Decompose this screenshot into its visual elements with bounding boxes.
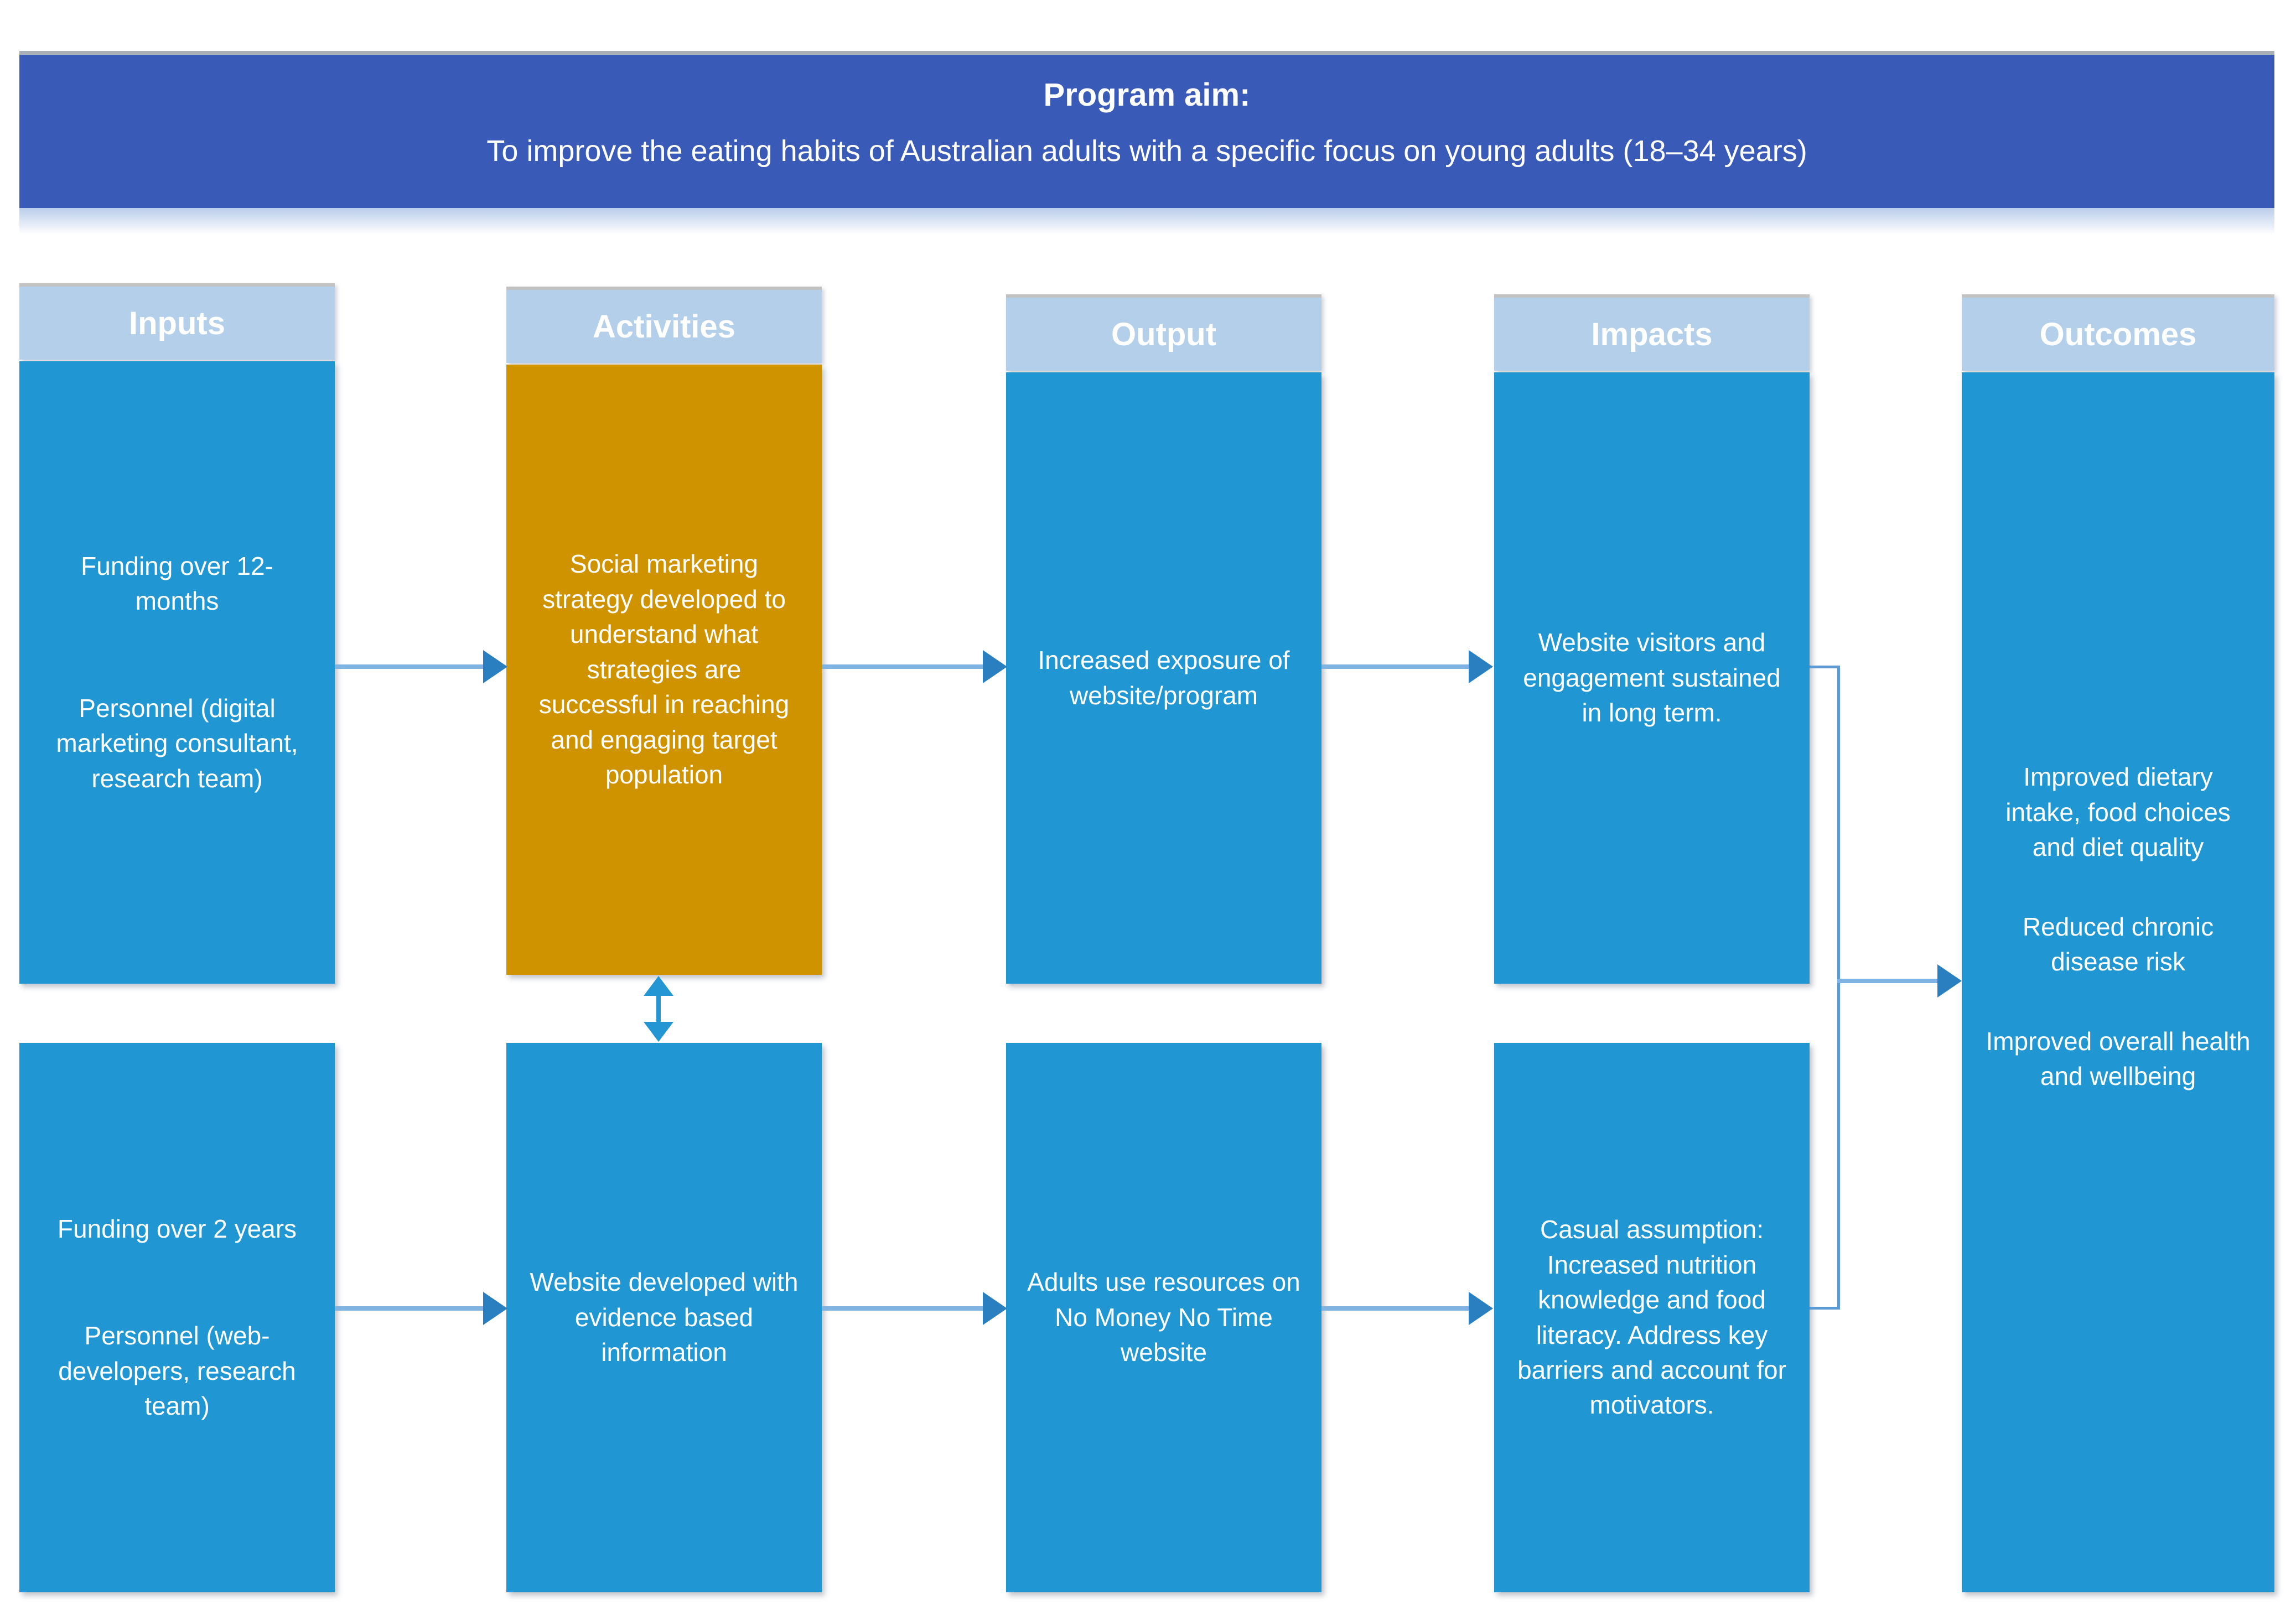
banner-subtitle: To improve the eating habits of Australi… xyxy=(486,134,1807,168)
box-output-top: Increased exposure of website/program xyxy=(1006,372,1321,984)
program-aim-banner: Program aim: To improve the eating habit… xyxy=(19,51,2274,235)
arrow-output-to-impacts-bottom xyxy=(1321,1306,1469,1311)
arrow-activities-to-output-top xyxy=(822,664,983,669)
box-text: Personnel (web-developers, research team… xyxy=(58,1321,296,1420)
box-text: Personnel (digital marketing consultant,… xyxy=(56,693,298,793)
box-impacts-top: Website visitors and engagement sustaine… xyxy=(1494,372,1810,984)
box-text: Adults use resources on No Money No Time… xyxy=(1027,1268,1300,1367)
box-text: Reduced chronic disease risk xyxy=(2022,912,2214,976)
double-arrow-activities xyxy=(643,976,674,1042)
connector-impacts-top-stub xyxy=(1810,666,1840,668)
arrow-activities-to-output-bottom xyxy=(822,1306,983,1311)
connector-impacts-bottom-stub xyxy=(1810,1307,1840,1310)
column-header-activities: Activities xyxy=(506,287,822,363)
arrow-inputs-to-activities-bottom xyxy=(335,1306,483,1311)
column-header-inputs: Inputs xyxy=(19,283,335,360)
arrow-output-to-impacts-top xyxy=(1321,664,1469,669)
box-text: Funding over 2 years xyxy=(57,1214,297,1243)
box-activities-top: Social marketing strategy developed to u… xyxy=(506,365,822,975)
box-text: Website developed with evidence based in… xyxy=(530,1268,799,1367)
box-text: Funding over 12-months xyxy=(81,551,273,616)
box-inputs-top: Funding over 12-months Personnel (digita… xyxy=(19,361,335,984)
column-header-outcomes: Outcomes xyxy=(1962,294,2274,371)
banner-title: Program aim: xyxy=(1043,77,1251,113)
connector-impacts-vertical xyxy=(1837,666,1840,1310)
box-activities-bottom: Website developed with evidence based in… xyxy=(506,1043,822,1592)
box-text: Website visitors and engagement sustaine… xyxy=(1523,628,1781,728)
double-arrow-stem xyxy=(656,990,661,1027)
column-header-impacts: Impacts xyxy=(1494,294,1810,371)
box-output-bottom: Adults use resources on No Money No Time… xyxy=(1006,1043,1321,1592)
box-text: Increased exposure of website/program xyxy=(1038,646,1290,710)
box-text: Social marketing strategy developed to u… xyxy=(538,549,790,789)
column-header-output: Output xyxy=(1006,294,1321,371)
box-text: Improved overall health and wellbeing xyxy=(1986,1026,2251,1091)
box-impacts-bottom: Casual assumption: Increased nutrition k… xyxy=(1494,1043,1810,1592)
box-outcomes: Improved dietary intake, food choices an… xyxy=(1962,372,2274,1592)
box-text: Improved dietary intake, food choices an… xyxy=(2005,762,2231,862)
box-text: Casual assumption: Increased nutrition k… xyxy=(1517,1215,1786,1420)
box-inputs-bottom: Funding over 2 years Personnel (web-deve… xyxy=(19,1043,335,1592)
arrow-inputs-to-activities-top xyxy=(335,664,483,669)
arrow-impacts-to-outcomes xyxy=(1837,979,1937,983)
